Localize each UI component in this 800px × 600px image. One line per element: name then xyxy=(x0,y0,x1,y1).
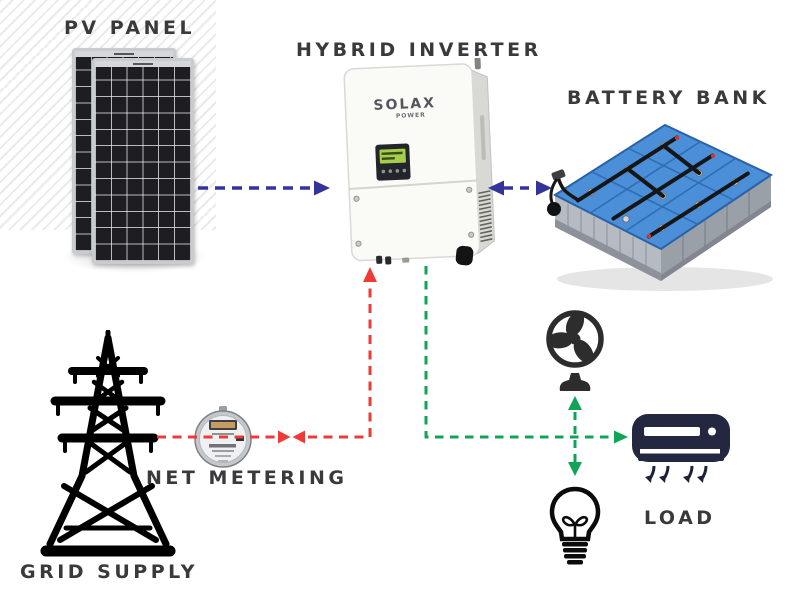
net-meter-icon xyxy=(194,406,252,468)
load-label: LOAD xyxy=(644,507,716,529)
air-conditioner-icon xyxy=(632,414,730,483)
light-bulb-icon xyxy=(549,486,601,565)
inverter-antenna xyxy=(474,58,481,70)
arrow-pv-to-inverter xyxy=(198,180,330,196)
hybrid-inverter-label: HYBRID INVERTER xyxy=(296,39,542,61)
grid-supply-label: GRID SUPPLY xyxy=(20,561,199,583)
inverter-display xyxy=(375,143,411,181)
hybrid-inverter-icon: SOLAX POWER xyxy=(343,58,495,266)
battery-bank-label: BATTERY BANK xyxy=(567,87,770,109)
transmission-tower-icon xyxy=(40,330,176,557)
inverter-brand-text: SOLAX xyxy=(373,95,436,114)
fan-icon xyxy=(546,310,604,391)
pv-panel-icon-front xyxy=(92,58,194,264)
net-metering-label: NET METERING xyxy=(146,467,348,489)
battery-bank-icon xyxy=(547,123,774,291)
inverter-brand-sub-text: POWER xyxy=(396,112,426,120)
pv-panel-label: PV PANEL xyxy=(64,17,196,39)
ac-airflow-arrows xyxy=(645,465,708,483)
